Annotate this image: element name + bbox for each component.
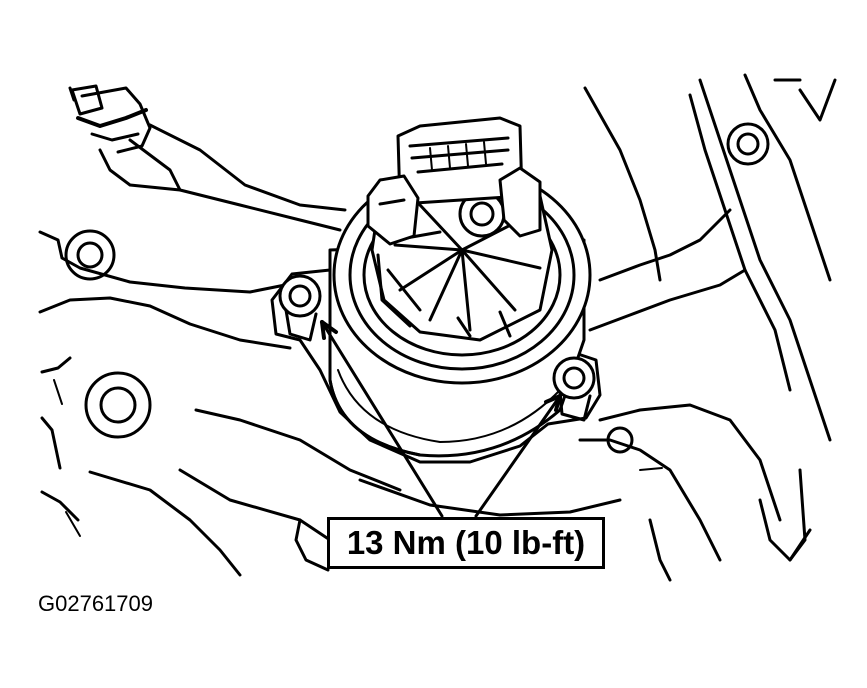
actuator-top bbox=[370, 190, 554, 342]
electrical-connector bbox=[366, 116, 542, 246]
figure-id: G02761709 bbox=[38, 591, 153, 616]
bolt-holes bbox=[64, 122, 770, 454]
pipe-clamp bbox=[68, 84, 152, 154]
engine-casting bbox=[38, 73, 837, 582]
flange-bolt-left bbox=[278, 274, 322, 342]
flange-bolt-right bbox=[552, 356, 596, 422]
callout-leader-lines bbox=[320, 320, 562, 518]
torque-spec-label: 13 Nm (10 lb-ft) bbox=[327, 517, 605, 569]
